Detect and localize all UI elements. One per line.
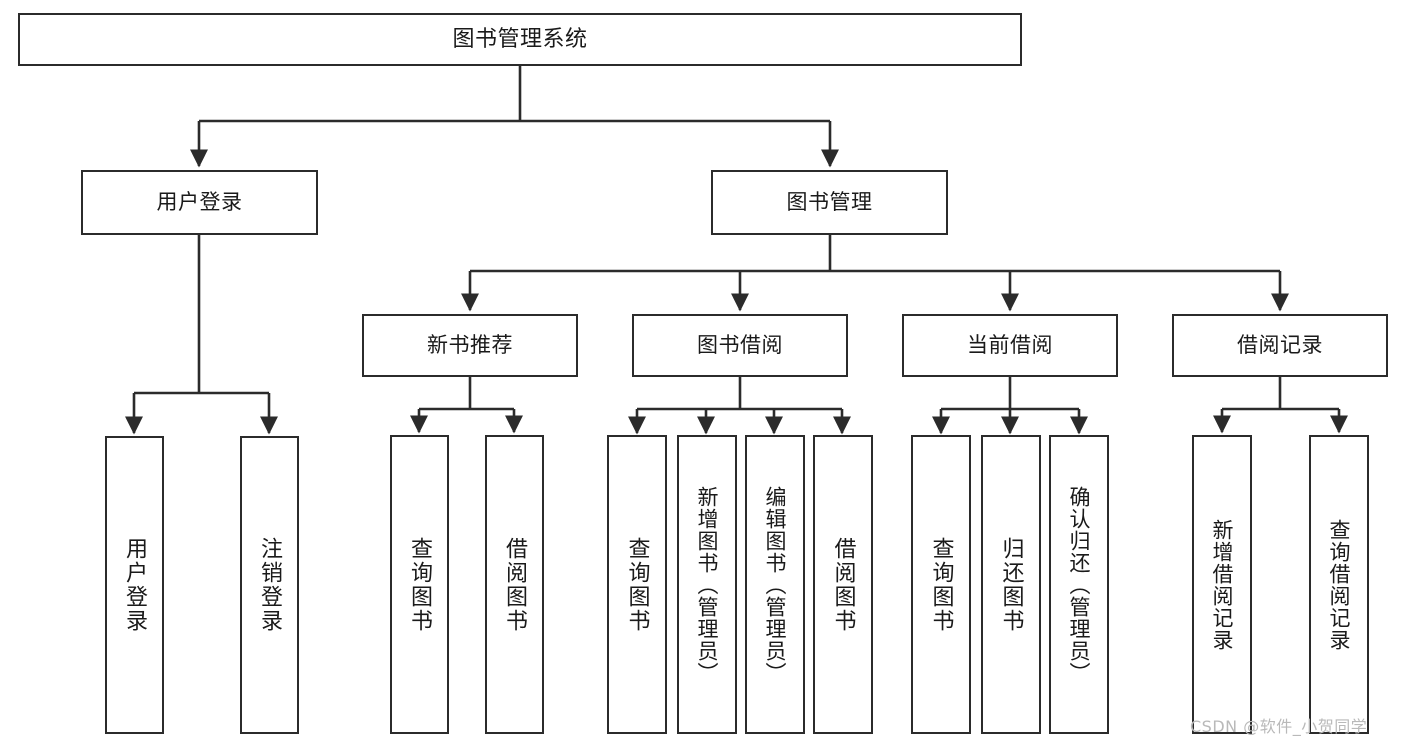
node-label: 图书管理系统 [452, 26, 588, 52]
node-book-borrow[interactable]: 图书借阅 [632, 314, 848, 377]
leaf-book-borrow-borrow[interactable]: 借阅图书 [813, 435, 873, 734]
leaf-new-book-borrow[interactable]: 借阅图书 [485, 435, 544, 734]
leaf-current-borrow-query[interactable]: 查询图书 [911, 435, 971, 734]
node-label: 借阅记录 [1237, 333, 1323, 358]
node-label: 用户登录 [156, 190, 243, 215]
node-new-book-recommend[interactable]: 新书推荐 [362, 314, 578, 377]
node-label: 查询图书 [928, 536, 954, 633]
node-user-login[interactable]: 用户登录 [81, 170, 318, 235]
node-label: 借阅图书 [830, 536, 856, 633]
node-label: 图书管理 [786, 190, 873, 215]
leaf-borrow-record-add[interactable]: 新增借阅记录 [1192, 435, 1252, 734]
leaf-book-borrow-add-admin[interactable]: 新增图书（管理员） [677, 435, 737, 734]
node-label: 当前借阅 [967, 333, 1053, 358]
node-label: 借阅图书 [502, 536, 528, 633]
node-label: 查询借阅记录 [1327, 518, 1352, 651]
leaf-user-login-logout[interactable]: 注销登录 [240, 436, 299, 734]
node-label: 图书借阅 [697, 333, 783, 358]
node-label: 新书推荐 [427, 333, 513, 358]
node-label: 查询图书 [407, 536, 433, 633]
csdn-watermark: CSDN @软件_小贺同学 [1190, 717, 1368, 736]
node-label: 编辑图书（管理员） [763, 485, 788, 684]
node-label: 用户登录 [122, 537, 148, 633]
leaf-book-borrow-query[interactable]: 查询图书 [607, 435, 667, 734]
node-label: 查询图书 [624, 536, 650, 633]
leaf-user-login-login[interactable]: 用户登录 [105, 436, 164, 734]
leaf-new-book-query[interactable]: 查询图书 [390, 435, 449, 734]
node-label: 确认归还（管理员） [1067, 485, 1092, 684]
node-label: 归还图书 [998, 536, 1024, 633]
leaf-book-borrow-edit-admin[interactable]: 编辑图书（管理员） [745, 435, 805, 734]
node-current-borrow[interactable]: 当前借阅 [902, 314, 1118, 377]
node-borrow-record[interactable]: 借阅记录 [1172, 314, 1388, 377]
node-label: 新增借阅记录 [1210, 518, 1235, 651]
leaf-current-borrow-return[interactable]: 归还图书 [981, 435, 1041, 734]
node-label: 注销登录 [257, 537, 283, 633]
leaf-borrow-record-query[interactable]: 查询借阅记录 [1309, 435, 1369, 734]
node-root-book-management-system[interactable]: 图书管理系统 [18, 13, 1022, 66]
node-label: 新增图书（管理员） [695, 485, 720, 684]
leaf-current-borrow-confirm-admin[interactable]: 确认归还（管理员） [1049, 435, 1109, 734]
node-book-management[interactable]: 图书管理 [711, 170, 948, 235]
